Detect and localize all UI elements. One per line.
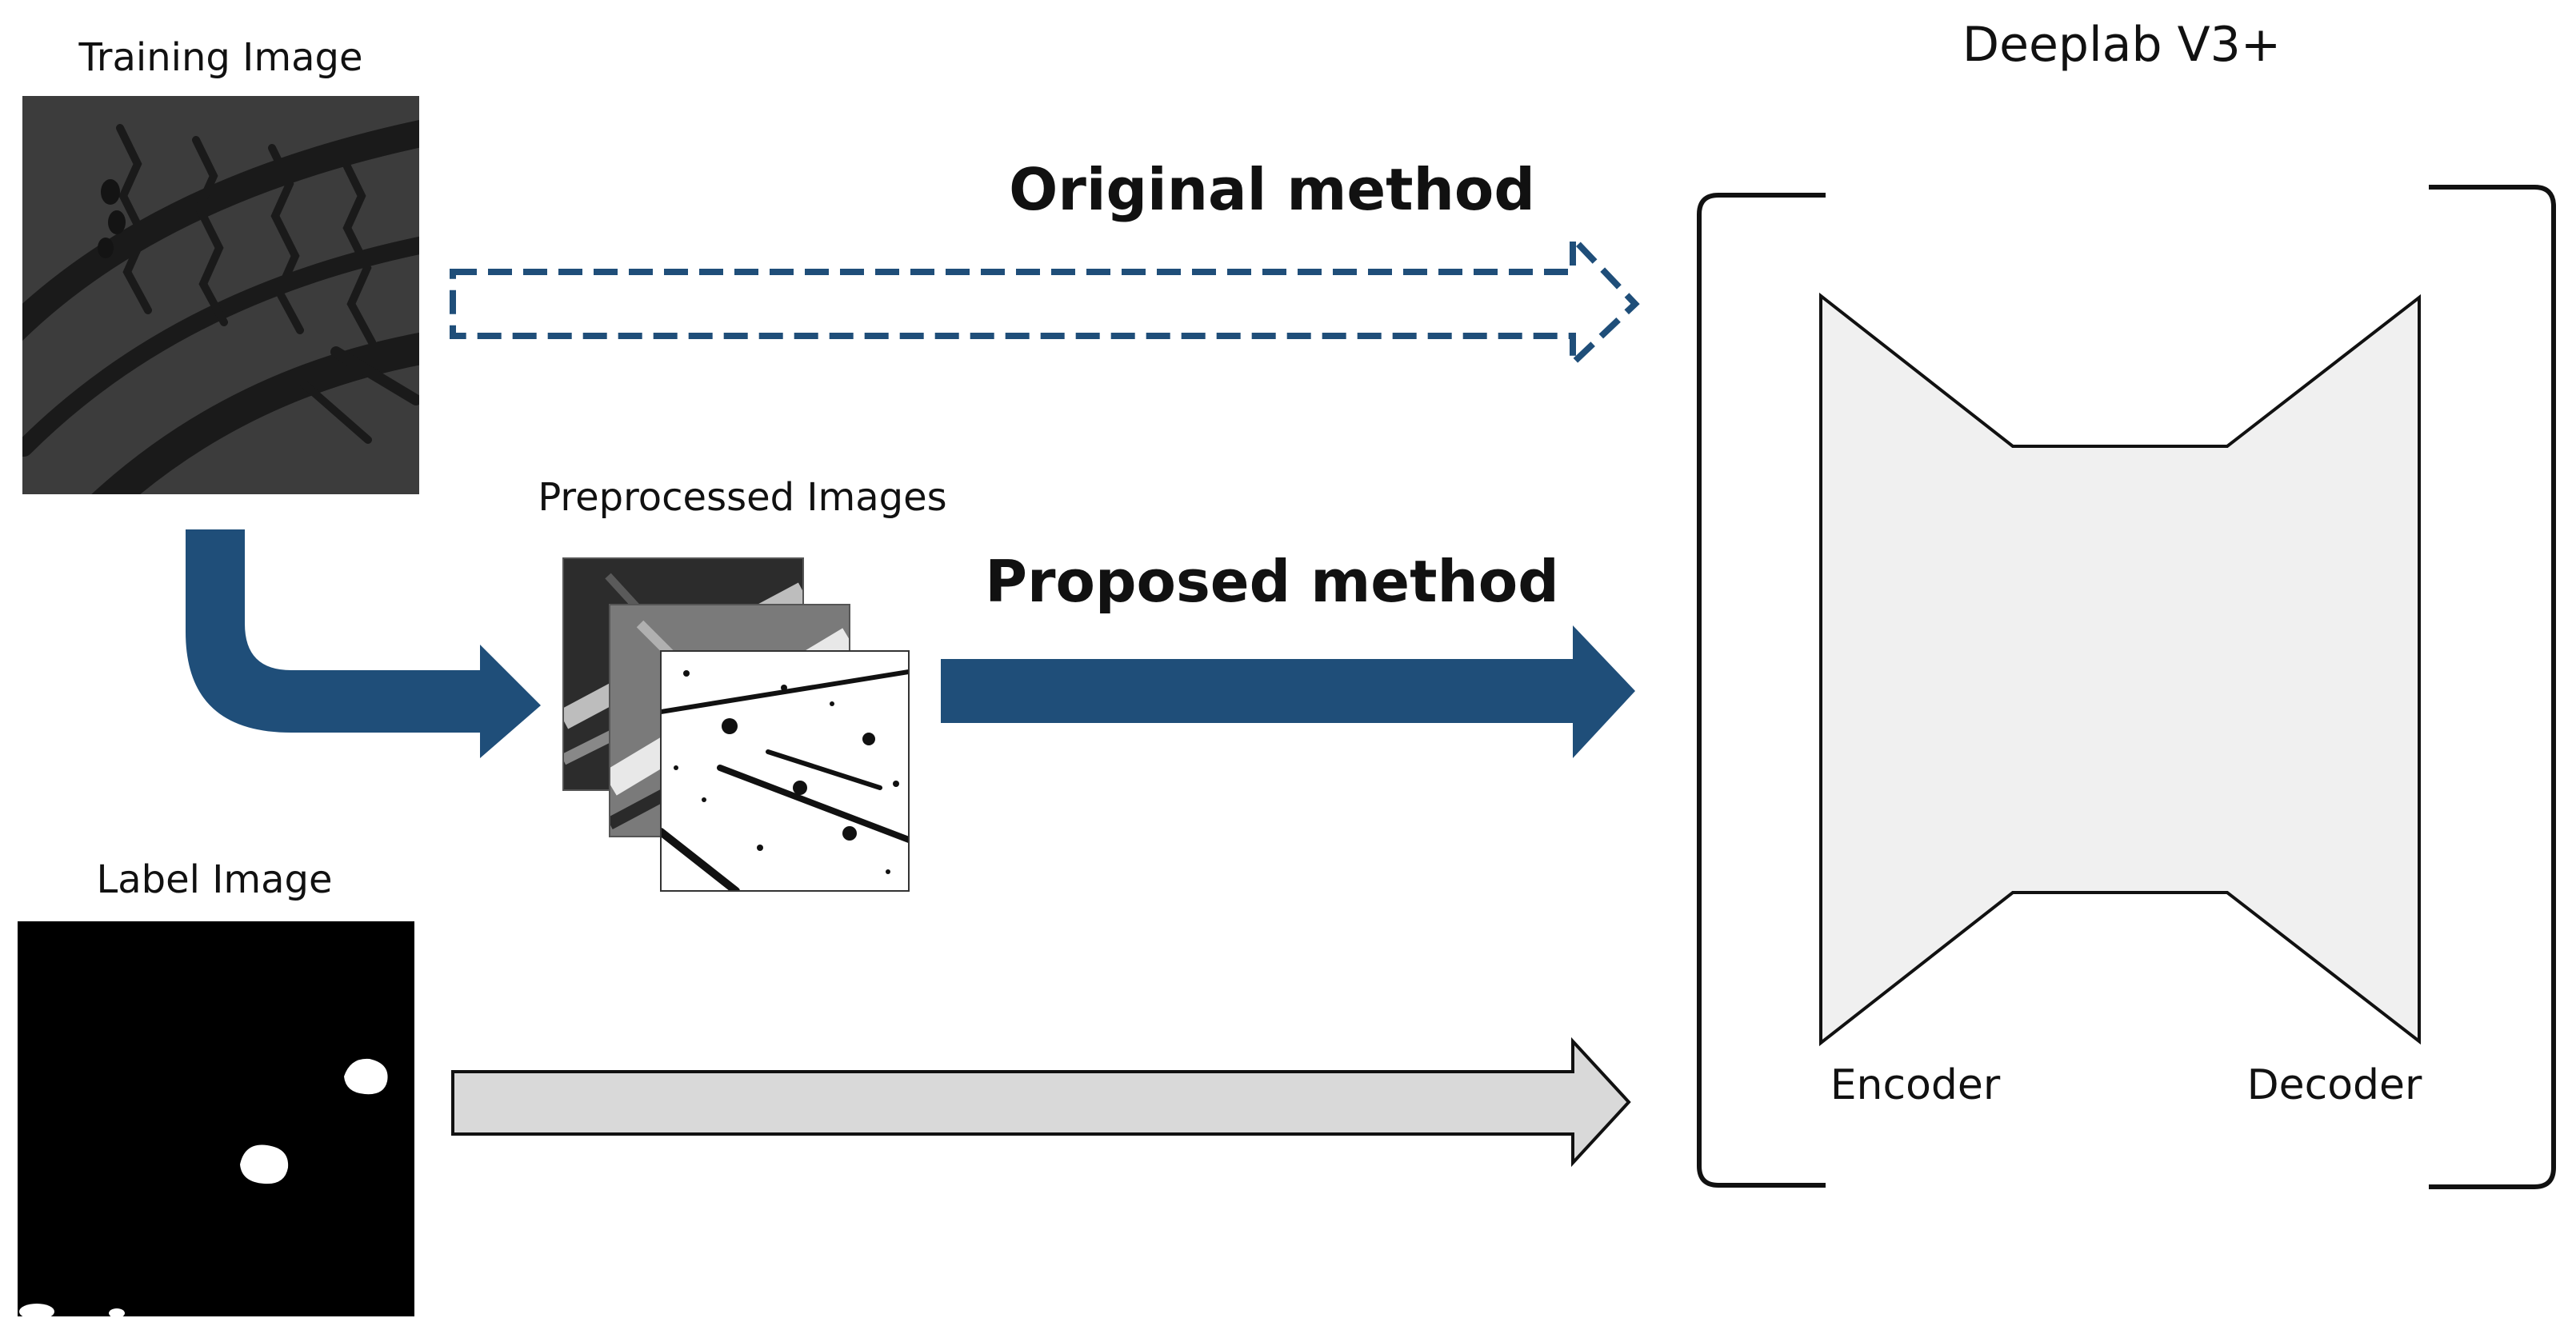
label-image-label: Label Image: [96, 857, 332, 902]
curved-arrow: [186, 529, 541, 758]
model-title: Deeplab V3+: [1962, 17, 2281, 73]
encoder-label: Encoder: [1830, 1061, 2001, 1109]
proposed-method-arrow: [941, 625, 1635, 758]
preprocessed-image-3: [660, 650, 910, 892]
decoder-label: Decoder: [2247, 1061, 2422, 1109]
original-method-arrow: [450, 230, 1640, 371]
right-bracket: [2429, 185, 2556, 1189]
label-image: [18, 921, 414, 1320]
left-bracket: [1697, 193, 1826, 1188]
label-arrow: [451, 1036, 1631, 1168]
training-image: [22, 96, 419, 494]
training-image-label: Training Image: [78, 35, 363, 80]
encoder-decoder-shape: [1819, 292, 2421, 1047]
original-method-label: Original method: [1009, 156, 1535, 223]
preprocessed-images-label: Preprocessed Images: [538, 475, 946, 520]
proposed-method-label: Proposed method: [985, 548, 1559, 615]
